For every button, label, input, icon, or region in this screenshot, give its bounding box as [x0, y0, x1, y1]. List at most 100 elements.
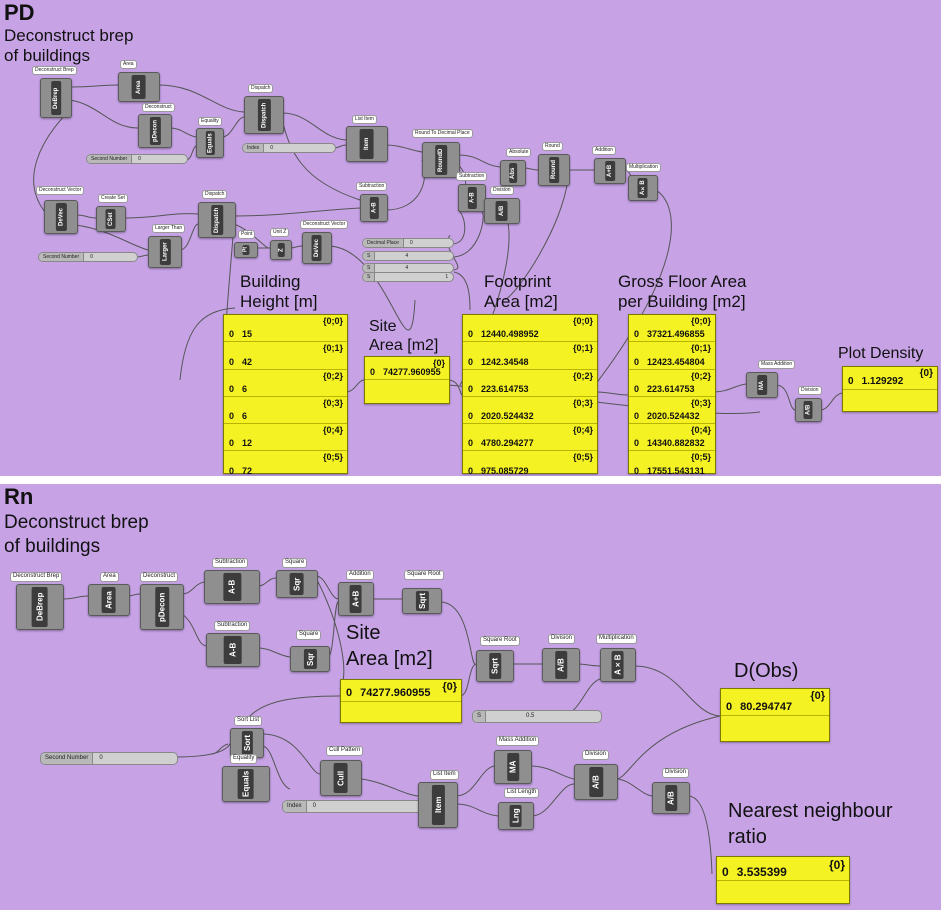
pd-subtraction-component[interactable]: A-B	[458, 184, 486, 212]
pd-subtraction2-component[interactable]: A-B	[360, 194, 388, 222]
pd-deconstruct-vector2-component[interactable]: DeVec	[302, 232, 332, 264]
pd-round-decimal-component[interactable]: RoundD	[422, 142, 460, 178]
panel-row-path: {0;0}	[690, 316, 711, 326]
wire	[455, 803, 499, 817]
rn-division2-component[interactable]: A/B	[574, 764, 618, 800]
pd-absolute-component[interactable]: Abs	[500, 160, 526, 186]
pd-title: PD	[4, 0, 35, 25]
rn-square-root2-component[interactable]: Sqrt	[476, 650, 514, 682]
pd-point-component[interactable]: Pt	[234, 242, 258, 258]
rn-square-root-component[interactable]: Sqrt	[402, 588, 442, 614]
rn-division-component[interactable]: A/B	[542, 648, 580, 682]
rn-addition-component[interactable]: A+B	[338, 582, 374, 616]
pd-list-item-component[interactable]: Item	[346, 126, 388, 162]
rn-multiplication-component[interactable]: A×B	[600, 648, 636, 682]
rn-deconstruct-component[interactable]: pDecon	[140, 584, 184, 630]
rn-equality-component[interactable]: Equals	[222, 766, 270, 802]
pd-deconstruct-vector-component[interactable]: DeVec	[44, 200, 78, 234]
slider-value: 4	[405, 265, 409, 271]
wire	[175, 738, 233, 758]
component-nickname: A×B	[612, 651, 624, 679]
pd-create-set-component[interactable]: CSet	[96, 206, 126, 232]
pd-larger-than-component[interactable]: Larger	[148, 236, 182, 268]
slider-name: S	[363, 273, 376, 281]
pd-mass-addition-component[interactable]: MA	[746, 372, 778, 398]
pd-dispatch2-component[interactable]: Dispatch	[198, 202, 236, 238]
pd-mass-addition-label: Mass Addition	[758, 360, 796, 369]
pd-point-label: Point	[238, 230, 256, 239]
panel-row-number: 74277.960955	[383, 367, 441, 377]
pd-equality-component[interactable]: Equals	[196, 128, 224, 158]
rn-square2-component[interactable]: Sqr	[290, 646, 330, 672]
rn-subtraction2-component[interactable]: A-B	[206, 633, 260, 667]
pd-division-component[interactable]: A/B	[484, 198, 520, 224]
pd-multiplication-component[interactable]: A×B	[628, 175, 658, 201]
pd-deconstruct-brep-component[interactable]: DeBrep	[40, 78, 72, 118]
rn-cull-pattern-component[interactable]: Cull	[320, 760, 362, 796]
pd-unit-z-component[interactable]: Z	[270, 240, 292, 260]
rn-subtraction-component[interactable]: A-B	[204, 570, 260, 604]
pd-canvas[interactable]: PD Deconstruct brep of buildings Deconst…	[0, 0, 941, 476]
wire	[169, 127, 197, 138]
panel-row-index: 0	[634, 411, 640, 422]
component-nickname: Pt	[242, 245, 250, 255]
nnr-title-line1: Nearest neighbour	[728, 800, 893, 822]
component-nickname: A/B	[588, 767, 604, 797]
wire	[451, 209, 466, 245]
pd-dispatch-component[interactable]: Dispatch	[244, 96, 284, 134]
wire	[221, 116, 245, 138]
rn-area-component[interactable]: Area	[88, 584, 130, 616]
pd-division2-component[interactable]: A/B	[795, 398, 822, 422]
rn-sort-list-component[interactable]: Sort	[230, 728, 264, 758]
rn-division3-component[interactable]: A/B	[652, 782, 690, 814]
rn-square-component[interactable]: Sqr	[276, 570, 318, 598]
panel-row-number: 6	[242, 411, 248, 422]
pd-area-component[interactable]: Area	[118, 72, 160, 102]
panel-row-index: 0	[468, 356, 474, 367]
rn-list-length-label: List Length	[504, 788, 540, 798]
rn-list-length-component[interactable]: Lng	[498, 802, 534, 830]
panel-row-number: 1.129292	[861, 376, 904, 387]
component-nickname: A+B	[604, 161, 616, 181]
pd-round-component[interactable]: Round	[538, 154, 570, 186]
wire	[75, 214, 97, 219]
wire	[181, 613, 207, 647]
rn-mass-addition-component[interactable]: MA	[494, 750, 532, 784]
wire	[257, 647, 291, 658]
wire	[453, 271, 471, 311]
slider-value: 0	[99, 755, 103, 761]
panel-row-index: 0	[634, 356, 640, 367]
wire	[615, 778, 653, 797]
pd-deconstruct-component[interactable]: pDecon	[138, 114, 172, 148]
rn-list-item-component[interactable]: Item	[418, 782, 458, 828]
pd-addition-component[interactable]: A+B	[594, 158, 626, 184]
panel-row-path: {0;5}	[690, 452, 711, 463]
rn-deconstruct-brep-component[interactable]: DeBrep	[16, 584, 64, 630]
rn-canvas[interactable]: Rn Deconstruct brep of buildings Deconst…	[0, 484, 941, 910]
